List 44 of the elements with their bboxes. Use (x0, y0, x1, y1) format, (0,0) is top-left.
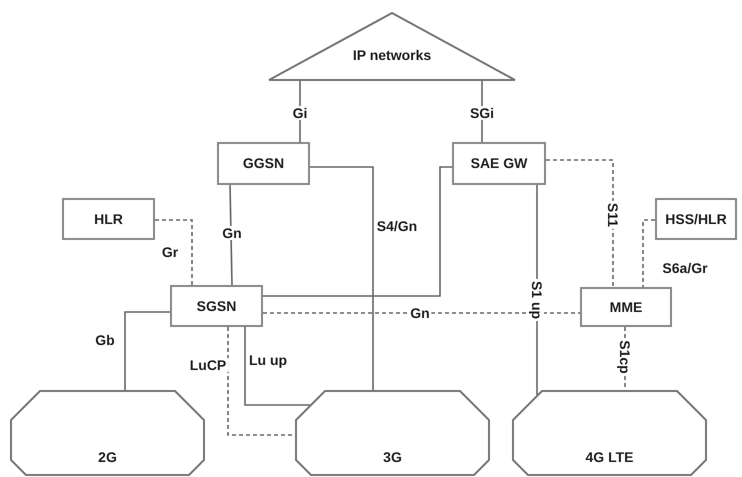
network-element-box (452, 142, 546, 185)
node-label: HLR (94, 210, 123, 228)
connector-line (244, 327, 310, 406)
edge-label: S4/Gn (374, 219, 420, 233)
connector-line (124, 311, 170, 390)
edge-label: Lu up (246, 353, 290, 367)
access-network-octagon (512, 390, 707, 476)
network-element-box (655, 198, 737, 240)
network-element-box (217, 142, 310, 185)
edge-label: Gb (93, 333, 117, 347)
connector-line (310, 166, 374, 390)
node-label: 3G (383, 448, 402, 467)
edge-label: S1 up (530, 278, 544, 322)
edge-label: Gr (160, 245, 180, 259)
node-label: GGSN (242, 154, 284, 173)
node-label: HSS/HLR (665, 210, 727, 228)
network-element-box (170, 285, 263, 327)
node-label: IP networks (352, 46, 432, 65)
node-label: 4G LTE (586, 448, 634, 467)
access-network-octagon (10, 390, 205, 476)
connector-line (642, 219, 655, 287)
node-label: SGSN (196, 296, 236, 316)
network-element-box (62, 198, 155, 240)
connector-line (227, 327, 295, 436)
connector-line (229, 184, 233, 286)
network-triangle (268, 12, 516, 81)
node-label: SAE GW (470, 154, 528, 173)
access-network-octagon (295, 390, 490, 476)
edge-label: SGi (468, 106, 496, 120)
edge-label: S6a/Gr (660, 261, 710, 275)
edge-label: Gi (290, 106, 310, 120)
connector-line (263, 166, 452, 297)
edge-label: Gn (408, 306, 432, 320)
network-element-box (580, 287, 672, 327)
connector-line (263, 312, 580, 314)
edge-label: Gn (220, 226, 244, 240)
edge-label: S1cp (618, 338, 632, 376)
connector-line (155, 219, 193, 285)
edge-label: S11 (606, 200, 620, 230)
node-label: MME (610, 298, 642, 316)
edge-label: LuCP (188, 358, 228, 372)
node-label: 2G (98, 448, 117, 467)
connector-line (299, 81, 301, 142)
connector-line (546, 159, 614, 287)
